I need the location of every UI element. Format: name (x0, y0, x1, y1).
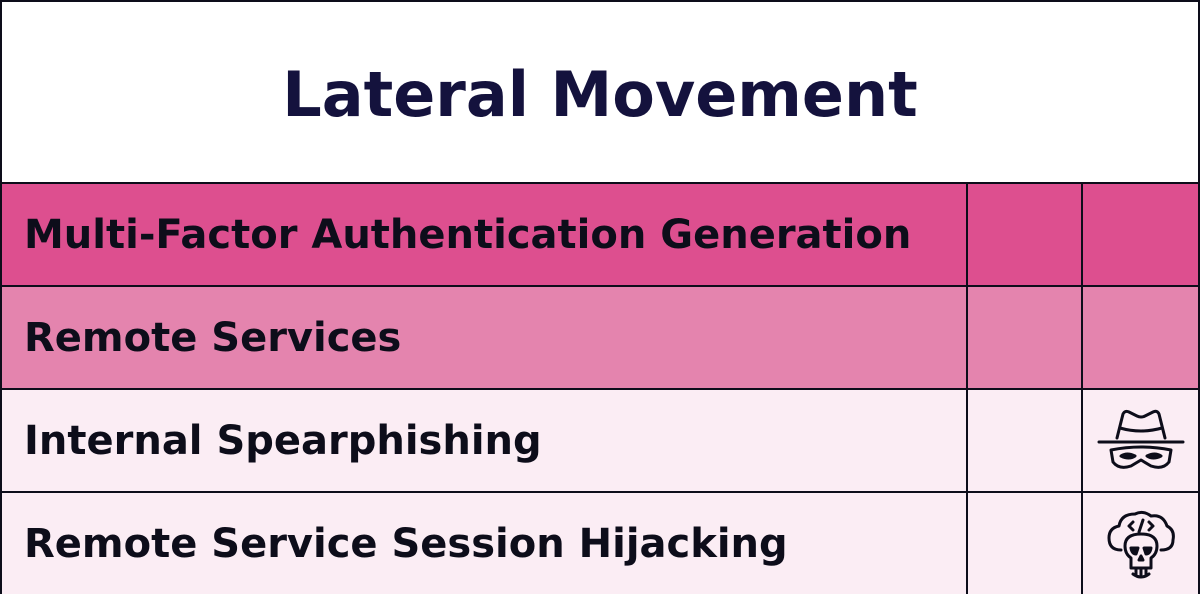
cloud-skull-code-icon (1107, 510, 1175, 578)
technique-label: Remote Services (2, 287, 968, 388)
table-cell-icon (1083, 184, 1198, 285)
technique-label: Multi-Factor Authentication Generation (2, 184, 968, 285)
table-cell-empty (968, 390, 1083, 491)
table-row: Internal Spearphishing (2, 390, 1198, 493)
table-cell-empty (968, 493, 1083, 594)
table-cell-icon (1083, 493, 1198, 594)
title-row: Lateral Movement (2, 2, 1198, 184)
table-title: Lateral Movement (282, 57, 918, 131)
table-row: Multi-Factor Authentication Generation (2, 184, 1198, 287)
table-cell-empty (968, 184, 1083, 285)
table-row: Remote Services (2, 287, 1198, 390)
table-cell-icon (1083, 287, 1198, 388)
hacker-hat-mask-icon (1097, 409, 1184, 469)
technique-label: Internal Spearphishing (2, 390, 968, 491)
table-cell-empty (968, 287, 1083, 388)
technique-label: Remote Service Session Hijacking (2, 493, 968, 594)
table-row: Remote Service Session Hijacking (2, 493, 1198, 594)
table-cell-icon (1083, 390, 1198, 491)
